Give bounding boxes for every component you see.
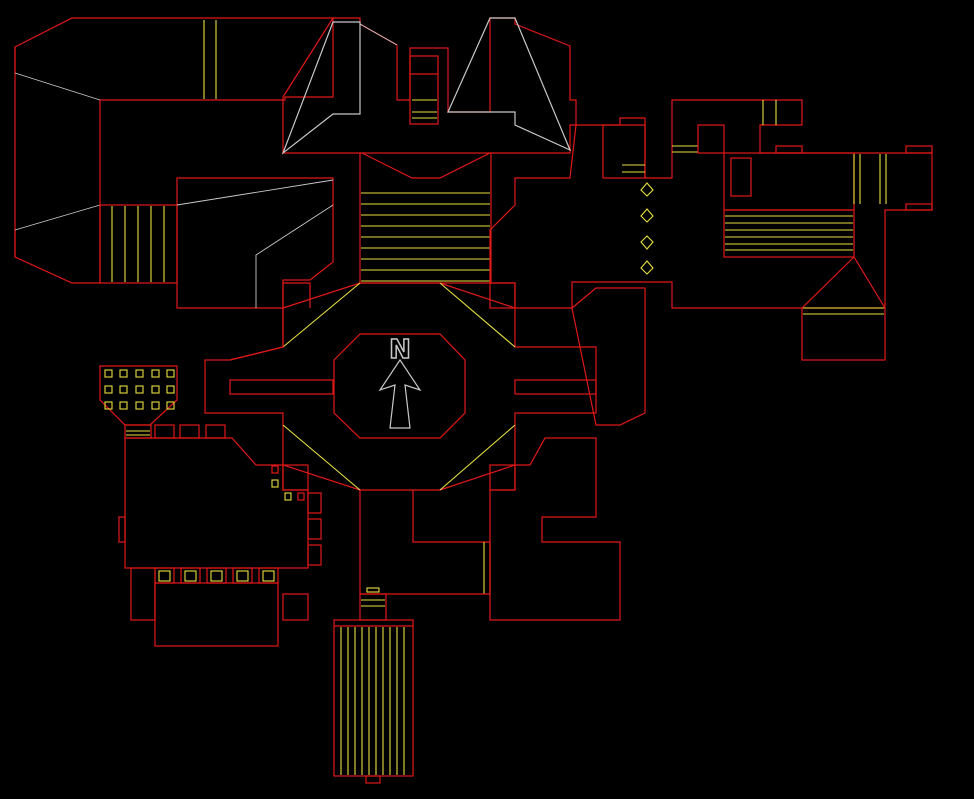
central-hub [204,282,646,491]
south-corridor [333,490,491,784]
north-label: N [389,335,411,365]
north-arrow-icon [378,358,422,429]
central-stairs [359,152,492,284]
ne-area [489,99,933,361]
west-room [99,365,322,647]
se-rooms [412,437,621,621]
compass-rose: N [378,334,422,429]
nw-wing [14,17,334,309]
north-hall [281,17,577,179]
